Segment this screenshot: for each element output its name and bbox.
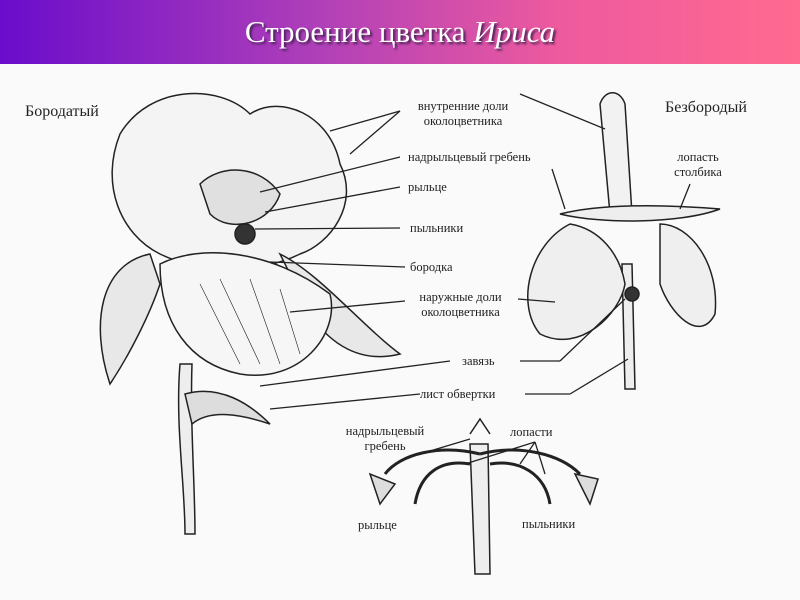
label-anthers: пыльники [410, 221, 464, 235]
bearded-iris-drawing [99, 92, 402, 535]
leader-lines [254, 93, 691, 475]
label-bearded: Бородатый [25, 103, 99, 120]
page-title: Строение цветка Ириса [244, 14, 556, 49]
label-stigma-2: рыльце [358, 518, 397, 532]
iris-diagram [99, 92, 721, 575]
label-crest: надрыльцевый гребень [408, 150, 531, 164]
label-anthers-2: пыльники [522, 517, 576, 531]
label-bract: лист обвертки [420, 387, 496, 401]
label-beardless: Безбородый [665, 99, 747, 116]
title-banner: Строение цветка Ириса [0, 0, 800, 64]
beardless-iris-drawing [527, 92, 721, 390]
label-ovary: завязь [462, 354, 495, 368]
label-beard: бородка [410, 260, 453, 274]
label-lobes: лопасти [510, 425, 553, 439]
label-stigma: рыльце [408, 180, 447, 194]
